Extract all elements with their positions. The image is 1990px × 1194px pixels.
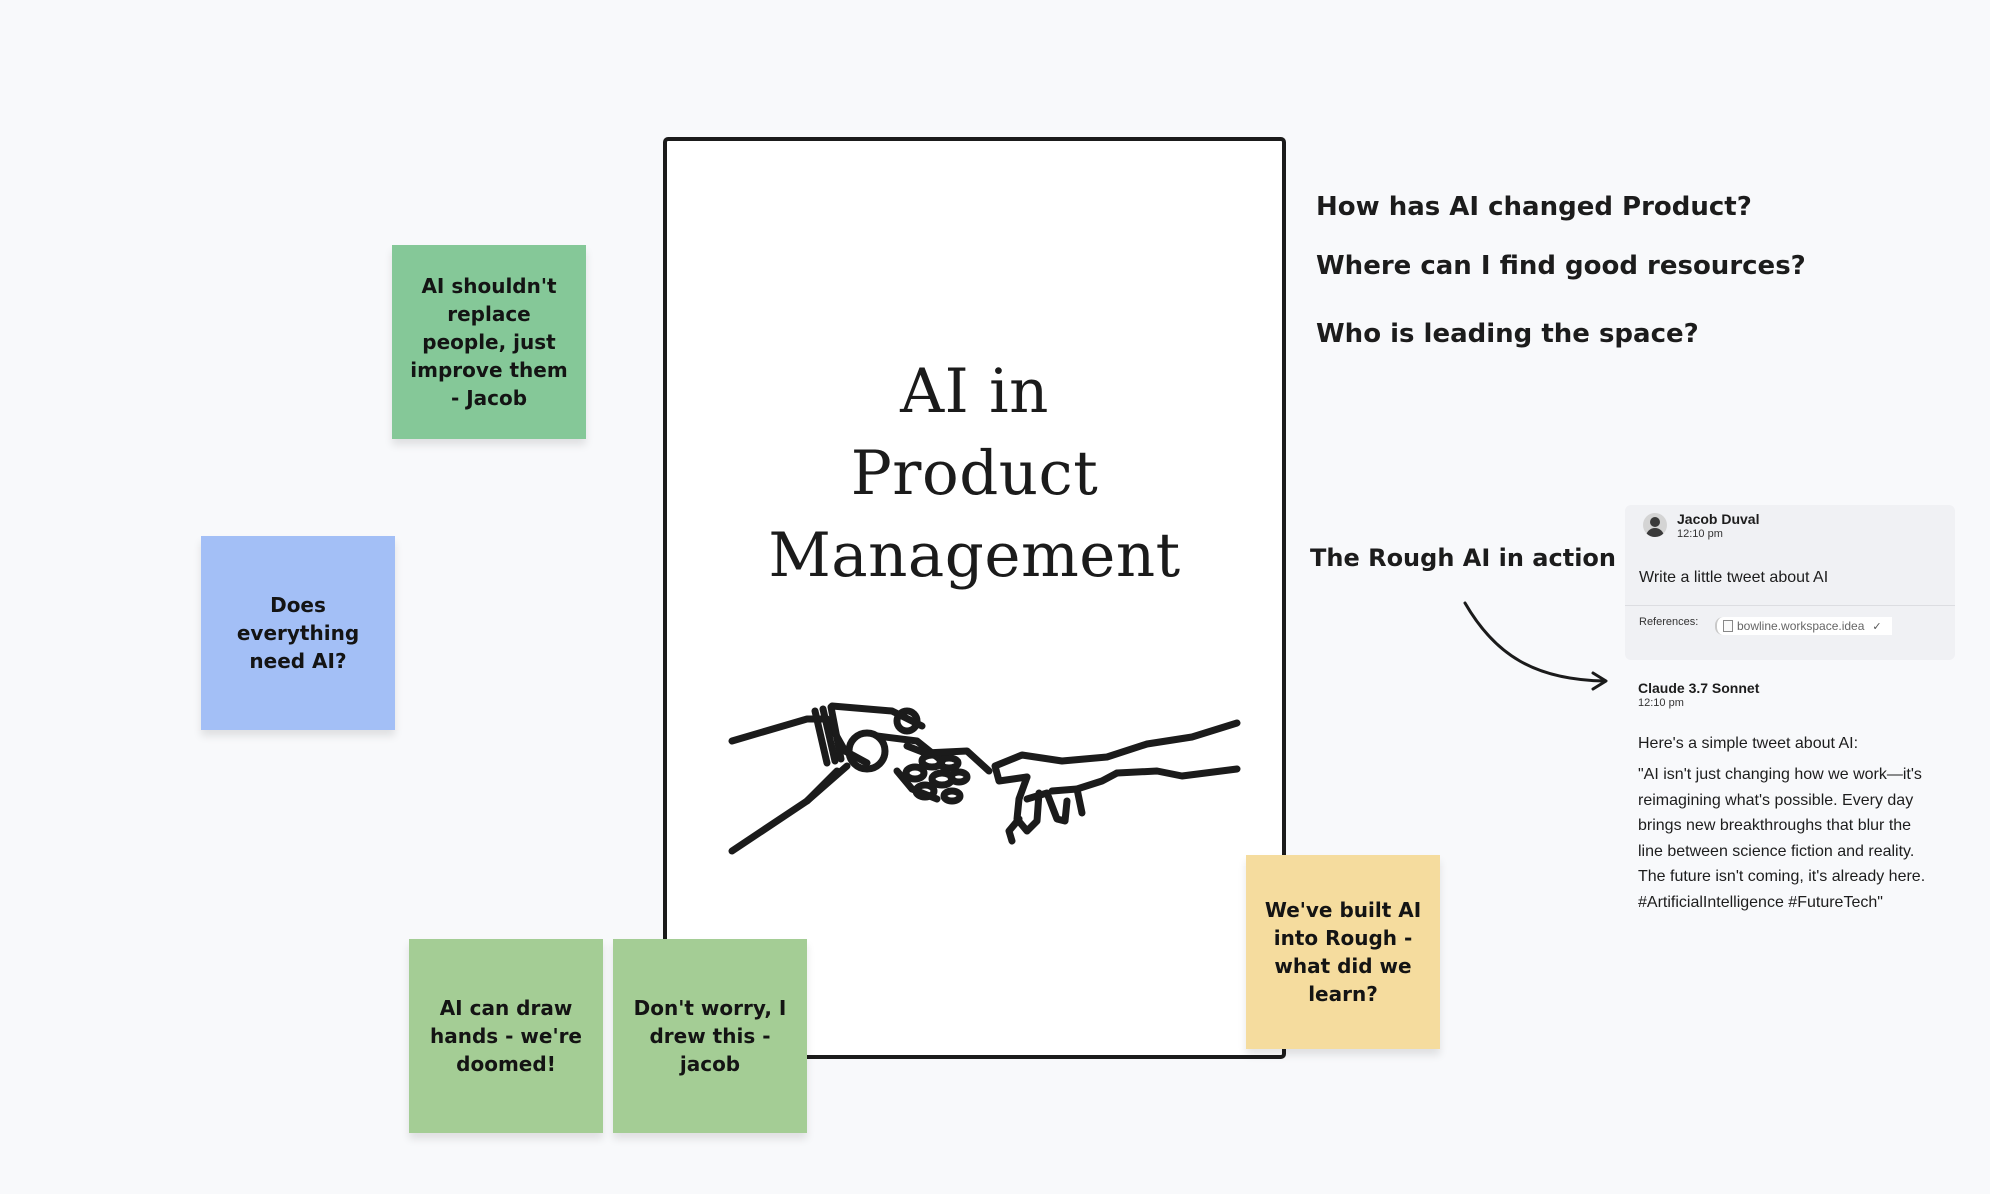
rough-ai-label[interactable]: The Rough AI in action bbox=[1310, 544, 1616, 572]
document-icon bbox=[1723, 620, 1733, 632]
curved-arrow-icon[interactable] bbox=[1455, 595, 1615, 695]
frame-title-line-3: Management bbox=[768, 520, 1181, 591]
sticky-note-everything-ai[interactable]: Does everything need AI? bbox=[201, 536, 395, 730]
sticky-note-ai-people[interactable]: AI shouldn't replace people, just improv… bbox=[392, 245, 586, 439]
frame-title-line-1: AI in bbox=[900, 356, 1049, 427]
user-message-time: 12:10 pm bbox=[1677, 528, 1723, 540]
ai-model-name: Claude 3.7 Sonnet bbox=[1638, 680, 1760, 696]
sticky-note-ai-hands[interactable]: AI can draw hands - we're doomed! bbox=[409, 939, 603, 1133]
user-message-card: Jacob Duval 12:10 pm Write a little twee… bbox=[1625, 505, 1955, 660]
question-text-2[interactable]: Where can I find good resources? bbox=[1316, 251, 1806, 281]
ai-response-time: 12:10 pm bbox=[1638, 697, 1684, 709]
ai-response-intro: Here's a simple tweet about AI: bbox=[1638, 735, 1859, 752]
references-label: References: bbox=[1639, 616, 1699, 628]
ai-chat-panel[interactable]: Jacob Duval 12:10 pm Write a little twee… bbox=[1625, 505, 1955, 660]
reference-name: bowline.workspace.idea bbox=[1737, 619, 1865, 633]
reference-chip[interactable]: bowline.workspace.idea ✓ bbox=[1715, 617, 1892, 635]
divider bbox=[1625, 605, 1955, 606]
frame-title-line-2: Product bbox=[850, 438, 1099, 509]
user-message-text: Write a little tweet about AI bbox=[1639, 569, 1829, 586]
presentation-frame[interactable]: AI in Product Management bbox=[663, 137, 1286, 1059]
sticky-note-drew-this[interactable]: Don't worry, I drew this - jacob bbox=[613, 939, 807, 1133]
frame-title: AI in Product Management bbox=[667, 351, 1282, 597]
ai-response-tweet: "AI isn't just changing how we work—it's… bbox=[1638, 766, 1926, 911]
avatar bbox=[1643, 513, 1667, 537]
ai-response: Claude 3.7 Sonnet 12:10 pm Here's a simp… bbox=[1638, 680, 1958, 915]
user-name: Jacob Duval bbox=[1677, 511, 1760, 527]
sticky-note-built-ai-rough[interactable]: We've built AI into Rough - what did we … bbox=[1246, 855, 1440, 1049]
question-text-1[interactable]: How has AI changed Product? bbox=[1316, 192, 1752, 222]
robot-human-hands-drawing[interactable] bbox=[727, 681, 1247, 861]
question-text-3[interactable]: Who is leading the space? bbox=[1316, 319, 1699, 349]
check-icon: ✓ bbox=[1872, 620, 1882, 633]
